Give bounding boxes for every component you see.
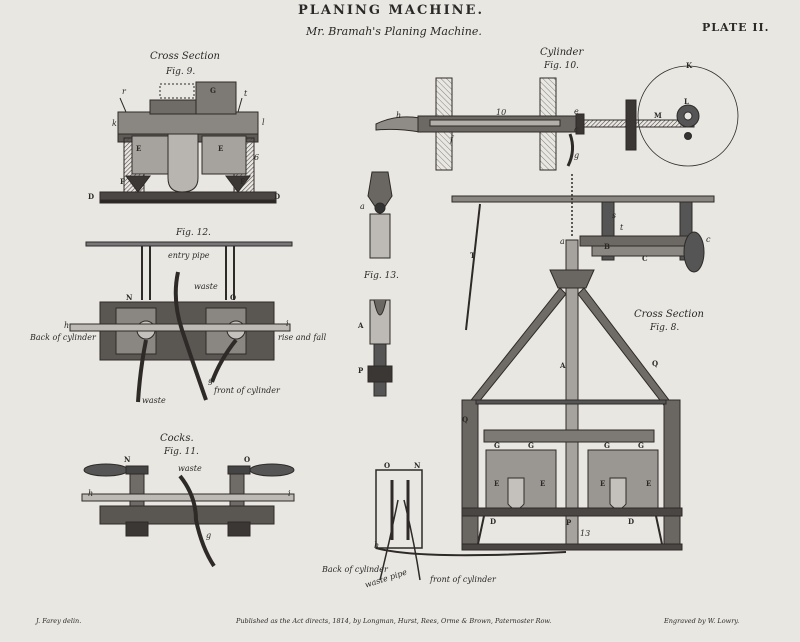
fig9-label-l: l xyxy=(262,118,265,127)
fig11-caption: Cocks. xyxy=(160,433,194,444)
fig9-label-F-right: F xyxy=(240,177,245,186)
fig8-label-front-of-cylinder: front of cylinder xyxy=(430,575,496,584)
credit-engraver: Engraved by W. Lowry. xyxy=(664,617,740,625)
fig10-label-L: L xyxy=(684,97,689,106)
fig8-label-T: T xyxy=(470,251,476,260)
fig8-label-E-3: E xyxy=(600,479,606,488)
fig10-label-e: e xyxy=(574,107,579,116)
fig8-label-c: c xyxy=(706,235,711,244)
fig10-label-h: h xyxy=(396,111,402,120)
fig8-label-Q-right: Q xyxy=(652,359,659,368)
label-front-of-cylinder: front of cylinder xyxy=(214,386,280,395)
fig13-label-a: a xyxy=(360,202,365,211)
fig8-label-D-right: D xyxy=(628,517,635,526)
fig8-drawing xyxy=(375,174,715,581)
fig9-number: Fig. 9. xyxy=(166,67,196,77)
fig10-label-M: M xyxy=(654,111,662,120)
fig8-label-A: A xyxy=(560,361,566,370)
fig11-label-i: i xyxy=(288,489,291,498)
fig8-label-back-of-cylinder: Back of cylinder xyxy=(322,565,388,574)
fig8-label-s: s xyxy=(612,211,617,220)
fig10-label-10: 10 xyxy=(496,108,507,117)
fig12-label-i: i xyxy=(286,319,289,328)
fig8-label-C: C xyxy=(642,254,648,263)
fig9-label-E-right: E xyxy=(218,144,224,153)
fig13-drawing xyxy=(367,171,393,397)
fig9-caption: Cross Section xyxy=(150,51,220,62)
fig9-label-D-right: D xyxy=(274,192,281,201)
fig11-label-g: g xyxy=(206,531,212,540)
fig12-label-waste-top: waste xyxy=(194,282,218,291)
fig10-label-c: c xyxy=(574,125,579,134)
plate-number: PLATE II. xyxy=(702,21,770,34)
fig11-label-h: h xyxy=(88,489,94,498)
fig8-number: Fig. 8. xyxy=(650,323,680,333)
fig8-label-P: P xyxy=(566,518,572,527)
fig8-label-Q-left: Q xyxy=(462,415,469,424)
fig8-label-O: O xyxy=(384,461,391,470)
fig9-label-r: r xyxy=(122,87,126,96)
fig9-label-6: 6 xyxy=(254,153,260,162)
fig8-caption: Cross Section xyxy=(634,309,704,320)
fig12-number: Fig. 12. xyxy=(176,228,211,238)
fig12-label-h: h xyxy=(64,321,70,330)
fig9-label-E-left: E xyxy=(136,144,142,153)
fig9-label-D-left: D xyxy=(88,192,95,201)
fig11-drawing xyxy=(81,463,295,568)
fig12-drawing xyxy=(69,241,293,403)
label-back-of-cylinder: Back of cylinder xyxy=(30,333,96,342)
label-entry-pipe: entry pipe xyxy=(168,251,210,260)
fig9-label-G: G xyxy=(210,86,216,95)
credit-draughtsman: J. Farey delin. xyxy=(36,617,82,625)
fig8-label-G-3: G xyxy=(604,441,610,450)
fig12-label-waste-bottom: waste xyxy=(142,396,166,405)
fig10-drawing xyxy=(375,65,739,171)
fig10-label-K: K xyxy=(686,61,693,70)
fig8-label-t: t xyxy=(620,223,624,232)
fig8-label-D-left: D xyxy=(490,517,497,526)
fig8-label-G-1: G xyxy=(494,441,500,450)
fig13-label-P: P xyxy=(358,366,364,375)
fig8-label-E-4: E xyxy=(646,479,652,488)
fig11-label-N: N xyxy=(124,455,131,464)
fig8-label-13: 13 xyxy=(580,529,591,538)
plate-subtitle: Mr. Bramah's Planing Machine. xyxy=(306,25,482,38)
fig8-label-E-1: E xyxy=(494,479,500,488)
credit-publisher: Published as the Act directs, 1814, by L… xyxy=(236,617,552,625)
fig10-number: Fig. 10. xyxy=(544,61,579,71)
fig11-number: Fig. 11. xyxy=(164,447,199,457)
fig11-label-O: O xyxy=(244,455,251,464)
fig8-label-E-2: E xyxy=(540,479,546,488)
fig10-label-f: f xyxy=(450,135,453,144)
fig8-label-N: N xyxy=(414,461,421,470)
plate-title: PLANING MACHINE. xyxy=(298,3,484,18)
fig10-label-g: g xyxy=(574,151,580,160)
fig9-label-t: t xyxy=(244,89,248,98)
fig10-caption: Cylinder xyxy=(540,47,584,58)
fig8-label-G-2: G xyxy=(528,441,534,450)
fig8-label-h: h xyxy=(374,541,380,550)
fig12-label-O: O xyxy=(230,293,237,302)
fig9-label-k: k xyxy=(112,119,117,128)
fig9-label-F-left: F xyxy=(120,177,125,186)
fig13-number: Fig. 13. xyxy=(364,271,399,281)
fig8-label-G-4: G xyxy=(638,441,644,450)
fig12-label-g: g xyxy=(208,376,214,385)
fig11-label-waste: waste xyxy=(178,464,202,473)
fig9-drawing xyxy=(99,81,277,204)
label-rise-and-fall: rise and fall xyxy=(278,333,327,342)
fig8-label-a: a xyxy=(560,237,565,246)
fig8-label-B: B xyxy=(604,242,610,251)
fig12-label-N: N xyxy=(126,293,133,302)
fig13-label-A: A xyxy=(358,321,364,330)
